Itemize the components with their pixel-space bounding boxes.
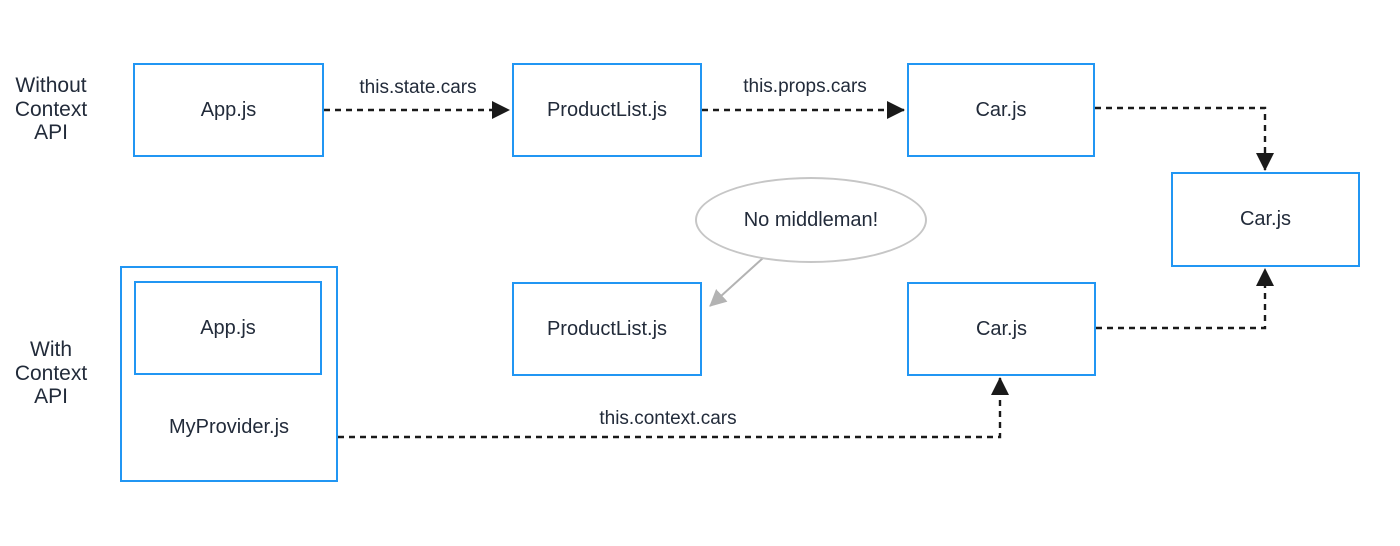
node-label: Car.js bbox=[975, 317, 1028, 340]
node-productlist-js-bottom: ProductList.js bbox=[512, 282, 702, 376]
callout-text: No middleman! bbox=[743, 208, 879, 231]
node-productlist-js-top: ProductList.js bbox=[512, 63, 702, 157]
node-car-js-top: Car.js bbox=[907, 63, 1095, 157]
node-label: App.js bbox=[200, 98, 257, 121]
edge-top-car-to-shared-car bbox=[1095, 106, 1274, 171]
edge-label-this-context-cars: this.context.cars bbox=[599, 408, 737, 429]
node-label: App.js bbox=[200, 316, 256, 339]
node-car-js-shared: Car.js bbox=[1171, 172, 1360, 267]
node-label: Car.js bbox=[975, 98, 1027, 121]
edge-bottom-car-to-shared-car bbox=[1096, 268, 1274, 330]
myprovider-label: MyProvider.js bbox=[168, 416, 290, 438]
edge-label-this-state-cars: this.state.cars bbox=[359, 77, 477, 98]
node-label: ProductList.js bbox=[546, 98, 668, 121]
node-app-js-top: App.js bbox=[133, 63, 324, 157]
callout-arrow bbox=[709, 257, 764, 307]
node-label: ProductList.js bbox=[546, 317, 668, 340]
node-app-js-inner: App.js bbox=[134, 281, 322, 375]
node-car-js-bottom: Car.js bbox=[907, 282, 1096, 376]
node-myprovider-js: App.js MyProvider.js bbox=[120, 266, 338, 482]
node-label: Car.js bbox=[1239, 208, 1292, 230]
no-middleman-callout: No middleman! bbox=[695, 177, 927, 263]
label-with-context-api: With Context API bbox=[14, 338, 88, 408]
edge-label-this-props-cars: this.props.cars bbox=[743, 76, 867, 97]
label-without-context-api: Without Context API bbox=[14, 74, 88, 144]
edge-this-context-cars-line bbox=[338, 377, 1009, 439]
